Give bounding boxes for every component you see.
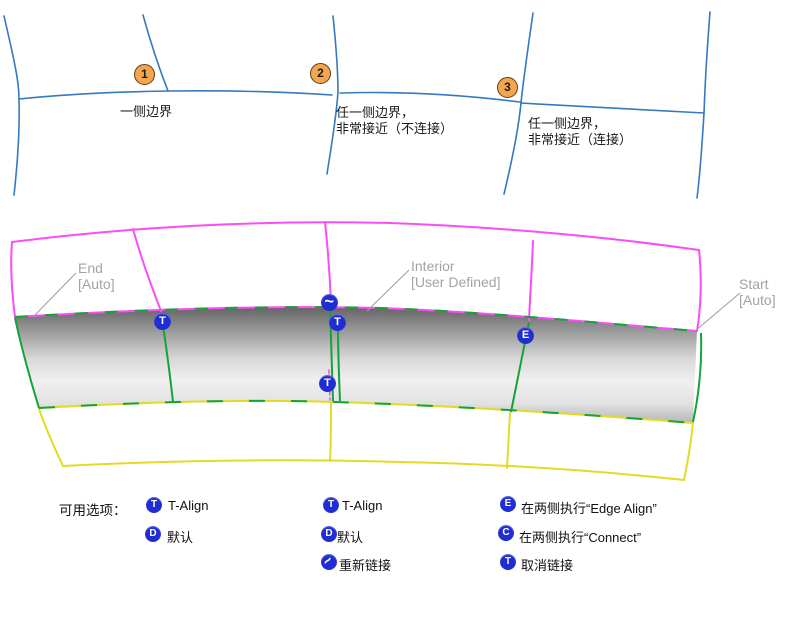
relink-icon: ~ [320,553,338,571]
legend-label-t-align: T-Align [342,498,383,513]
legend-title: 可用选项： [59,503,127,518]
edge-align-badge: E [517,327,534,344]
unlink-icon: T [500,554,516,570]
boundary-horizontal-left [18,89,333,100]
legend-label-unlink: 取消链接 [521,558,574,573]
boundary-left-curve [3,15,20,196]
legend-label-t-align: T-Align [168,498,209,513]
t-align-icon: T [146,497,162,513]
magenta-divider-3 [528,240,534,322]
magenta-divider-1 [132,228,162,312]
boundary-vertical-1 [142,14,169,92]
relink-badge: ~ [321,293,338,311]
green-left-edge [14,317,40,409]
case-number-2: 2 [310,63,331,84]
case-label-2: 任一侧边界， 非常接近（不连接） [336,105,454,136]
green-bottom-dashes [38,399,694,424]
magenta-left-edge [10,241,16,318]
magenta-top-edge [11,221,700,251]
wave-icon: ~ [324,292,335,311]
end-auto-label: End [Auto] [78,260,115,292]
case-number-3: 3 [497,77,518,98]
yellow-divider-2 [506,412,511,469]
green-interior-2b [337,325,341,402]
boundary-vertical-2 [326,15,339,175]
legend-label-default: 默认 [167,530,194,545]
leader-start [694,292,741,332]
t-align-icon: T [323,497,339,513]
connect-icon: C [498,525,514,541]
leader-end [32,272,77,318]
green-top-dashes [14,306,698,332]
yellow-divider-1 [329,401,332,462]
legend-label-default: 默认 [337,530,364,545]
boundary-horizontal-mid [339,91,521,103]
edge-align-icon: E [500,496,516,512]
start-auto-label: Start [Auto] [739,276,776,308]
boundary-right-curve [696,11,711,199]
yellow-bottom-edge [62,459,685,481]
yellow-left-edge [38,408,64,467]
case-label-1: 一侧边界 [120,104,173,119]
legend-label-connect: 在两侧执行“Connect” [519,530,642,545]
green-right-edge [692,332,703,423]
magenta-right-edge [696,249,702,332]
case-number-1: 1 [134,64,155,85]
case-label-3: 任一侧边界， 非常接近（连接） [528,116,633,147]
yellow-right-edge [683,422,694,481]
boundary-horizontal-right [520,102,705,114]
legend-label-relink: 重新链接 [339,558,392,573]
leader-interior [366,269,410,312]
default-icon: D [145,526,161,542]
legend-label-edge-align: 在两侧执行“Edge Align” [521,501,657,516]
interior-user-defined-label: Interior [User Defined] [411,258,501,290]
t-align-badge-1: T [154,313,171,330]
t-align-badge-2: T [329,314,346,331]
default-icon: D [321,526,337,542]
t-align-badge-3: T [319,375,336,392]
